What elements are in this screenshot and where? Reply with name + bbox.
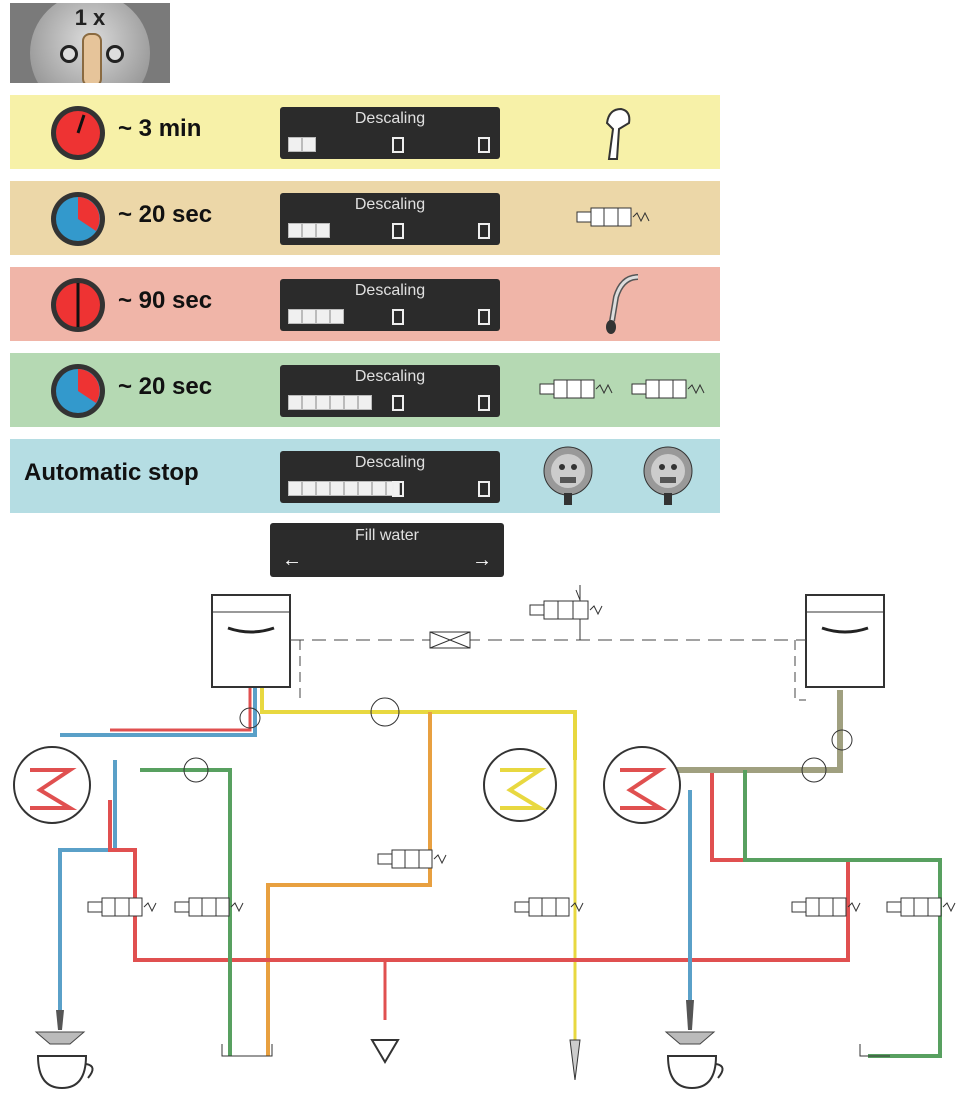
- progress-segment: [302, 481, 316, 496]
- solenoid-valve-icon: [515, 898, 583, 916]
- progress-segment: [316, 481, 330, 496]
- right-arrow-button[interactable]: →: [472, 549, 492, 572]
- drain-funnel-icon: [372, 1040, 398, 1062]
- progress-segment: [288, 223, 302, 238]
- hot-water-outlet-icon: [570, 1040, 580, 1080]
- step-row: ~ 3 min Descaling: [10, 95, 720, 169]
- descaling-display: Descaling: [280, 279, 500, 331]
- center-heat-exchanger-icon: [484, 749, 556, 821]
- left-boiler-icon: [212, 595, 290, 687]
- shower-icon: [595, 105, 635, 161]
- step-duration: Automatic stop: [24, 459, 199, 487]
- progress-marker: [392, 481, 404, 497]
- progress-marker: [478, 137, 490, 153]
- progress-segment: [330, 395, 344, 410]
- knob-dot-left-icon: [60, 45, 78, 63]
- step-duration: ~ 20 sec: [118, 201, 212, 229]
- knob-lever-icon: [82, 33, 102, 83]
- progress-segment: [288, 137, 302, 152]
- left-heat-exchanger-icon: [14, 747, 90, 823]
- check-valve-icon: [430, 632, 470, 648]
- progress-segment: [316, 309, 330, 324]
- solenoid-valve-icon: [887, 898, 955, 916]
- left-group-head-icon: [36, 1010, 84, 1044]
- descaling-display: Descaling: [280, 107, 500, 159]
- right-heat-exchanger-icon: [604, 747, 680, 823]
- progress-bar: [288, 395, 492, 409]
- left-arrow-button[interactable]: ←: [282, 549, 302, 572]
- left-cup-icon: [38, 1056, 93, 1088]
- solenoid-valve-icon: [378, 850, 446, 868]
- solenoid-valve-icon: [175, 898, 243, 916]
- progress-segment: [316, 223, 330, 238]
- progress-segment: [358, 395, 372, 410]
- progress-marker: [392, 395, 404, 411]
- hydraulic-diagram: [0, 585, 979, 1090]
- progress-marker: [478, 223, 490, 239]
- display-text: Descaling: [280, 368, 500, 386]
- progress-segment: [344, 395, 358, 410]
- timer-blue-icon: [50, 191, 106, 247]
- progress-segment: [288, 481, 302, 496]
- progress-segment: [302, 137, 316, 152]
- progress-segment: [288, 309, 302, 324]
- fill-water-display: Fill water ← →: [270, 523, 504, 577]
- right-cup-icon: [668, 1056, 723, 1088]
- descaling-display: Descaling: [280, 451, 500, 503]
- timer-blue-icon: [50, 363, 106, 419]
- step-row: ~ 20 sec Descaling: [10, 353, 720, 427]
- timer-red-icon: [50, 277, 106, 333]
- step-duration: ~ 20 sec: [118, 373, 212, 401]
- knob-label: 1 x: [10, 5, 170, 31]
- step-row: ~ 90 sec Descaling: [10, 267, 720, 341]
- progress-marker: [478, 309, 490, 325]
- step-duration: ~ 90 sec: [118, 287, 212, 315]
- top-solenoid-valve-icon: [530, 601, 602, 619]
- progress-marker: [478, 481, 490, 497]
- fill-water-text: Fill water: [270, 527, 504, 545]
- display-text: Descaling: [280, 196, 500, 214]
- progress-bar: [288, 223, 492, 237]
- descaling-display: Descaling: [280, 193, 500, 245]
- display-text: Descaling: [280, 454, 500, 472]
- progress-bar: [288, 309, 492, 323]
- progress-marker: [392, 223, 404, 239]
- step-row: Automatic stop Descaling: [10, 439, 720, 513]
- progress-segment: [316, 395, 330, 410]
- progress-segment: [330, 309, 344, 324]
- timer-red-icon: [50, 105, 106, 161]
- valve-icon: [575, 205, 665, 229]
- group-head-pair-icon: [540, 445, 700, 509]
- solenoid-valve-icon: [88, 898, 156, 916]
- progress-marker: [478, 395, 490, 411]
- progress-segment: [288, 395, 302, 410]
- progress-bar: [288, 137, 492, 151]
- progress-segment: [330, 481, 344, 496]
- right-boiler-icon: [806, 595, 884, 687]
- progress-segment: [358, 481, 372, 496]
- progress-segment: [302, 395, 316, 410]
- step-row: ~ 20 sec Descaling: [10, 181, 720, 255]
- right-group-head-icon: [666, 1000, 714, 1044]
- knob-dot-right-icon: [106, 45, 124, 63]
- progress-segment: [302, 309, 316, 324]
- descaling-display: Descaling: [280, 365, 500, 417]
- progress-segment: [302, 223, 316, 238]
- progress-marker: [392, 137, 404, 153]
- progress-segment: [372, 481, 386, 496]
- progress-segment: [344, 481, 358, 496]
- progress-marker: [392, 309, 404, 325]
- display-text: Descaling: [280, 110, 500, 128]
- progress-bar: [288, 481, 492, 495]
- valve-pair-icon: [538, 377, 718, 401]
- steam-wand-icon: [602, 273, 642, 335]
- step-duration: ~ 3 min: [118, 115, 201, 143]
- single-dose-knob[interactable]: 1 x: [10, 3, 170, 83]
- display-text: Descaling: [280, 282, 500, 300]
